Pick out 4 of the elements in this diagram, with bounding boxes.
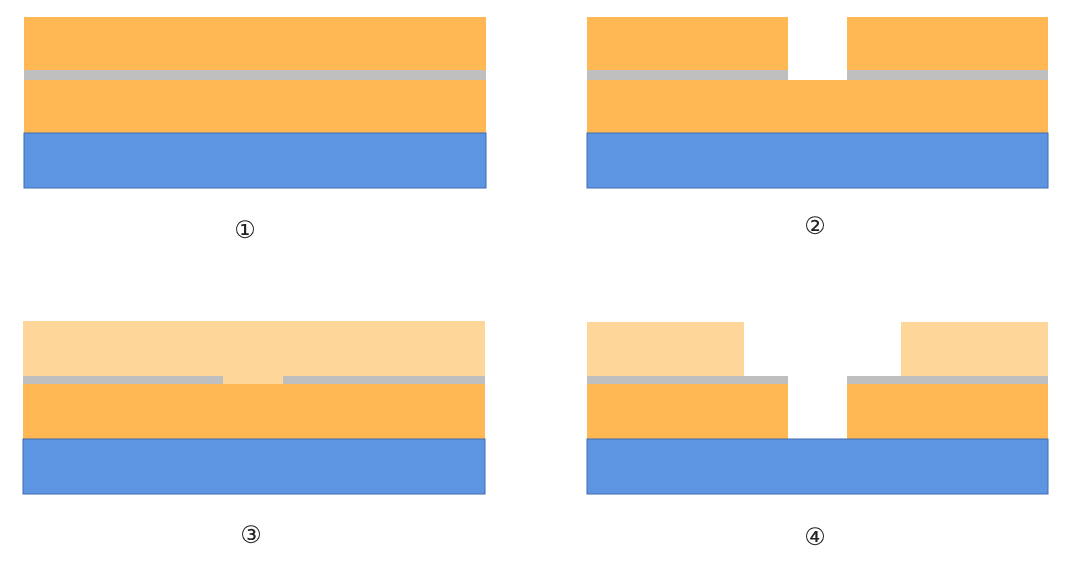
step-number: ①	[234, 218, 256, 242]
step-number: ④	[804, 525, 826, 549]
step-number: ②	[804, 214, 826, 238]
step-number: ③	[240, 523, 262, 547]
